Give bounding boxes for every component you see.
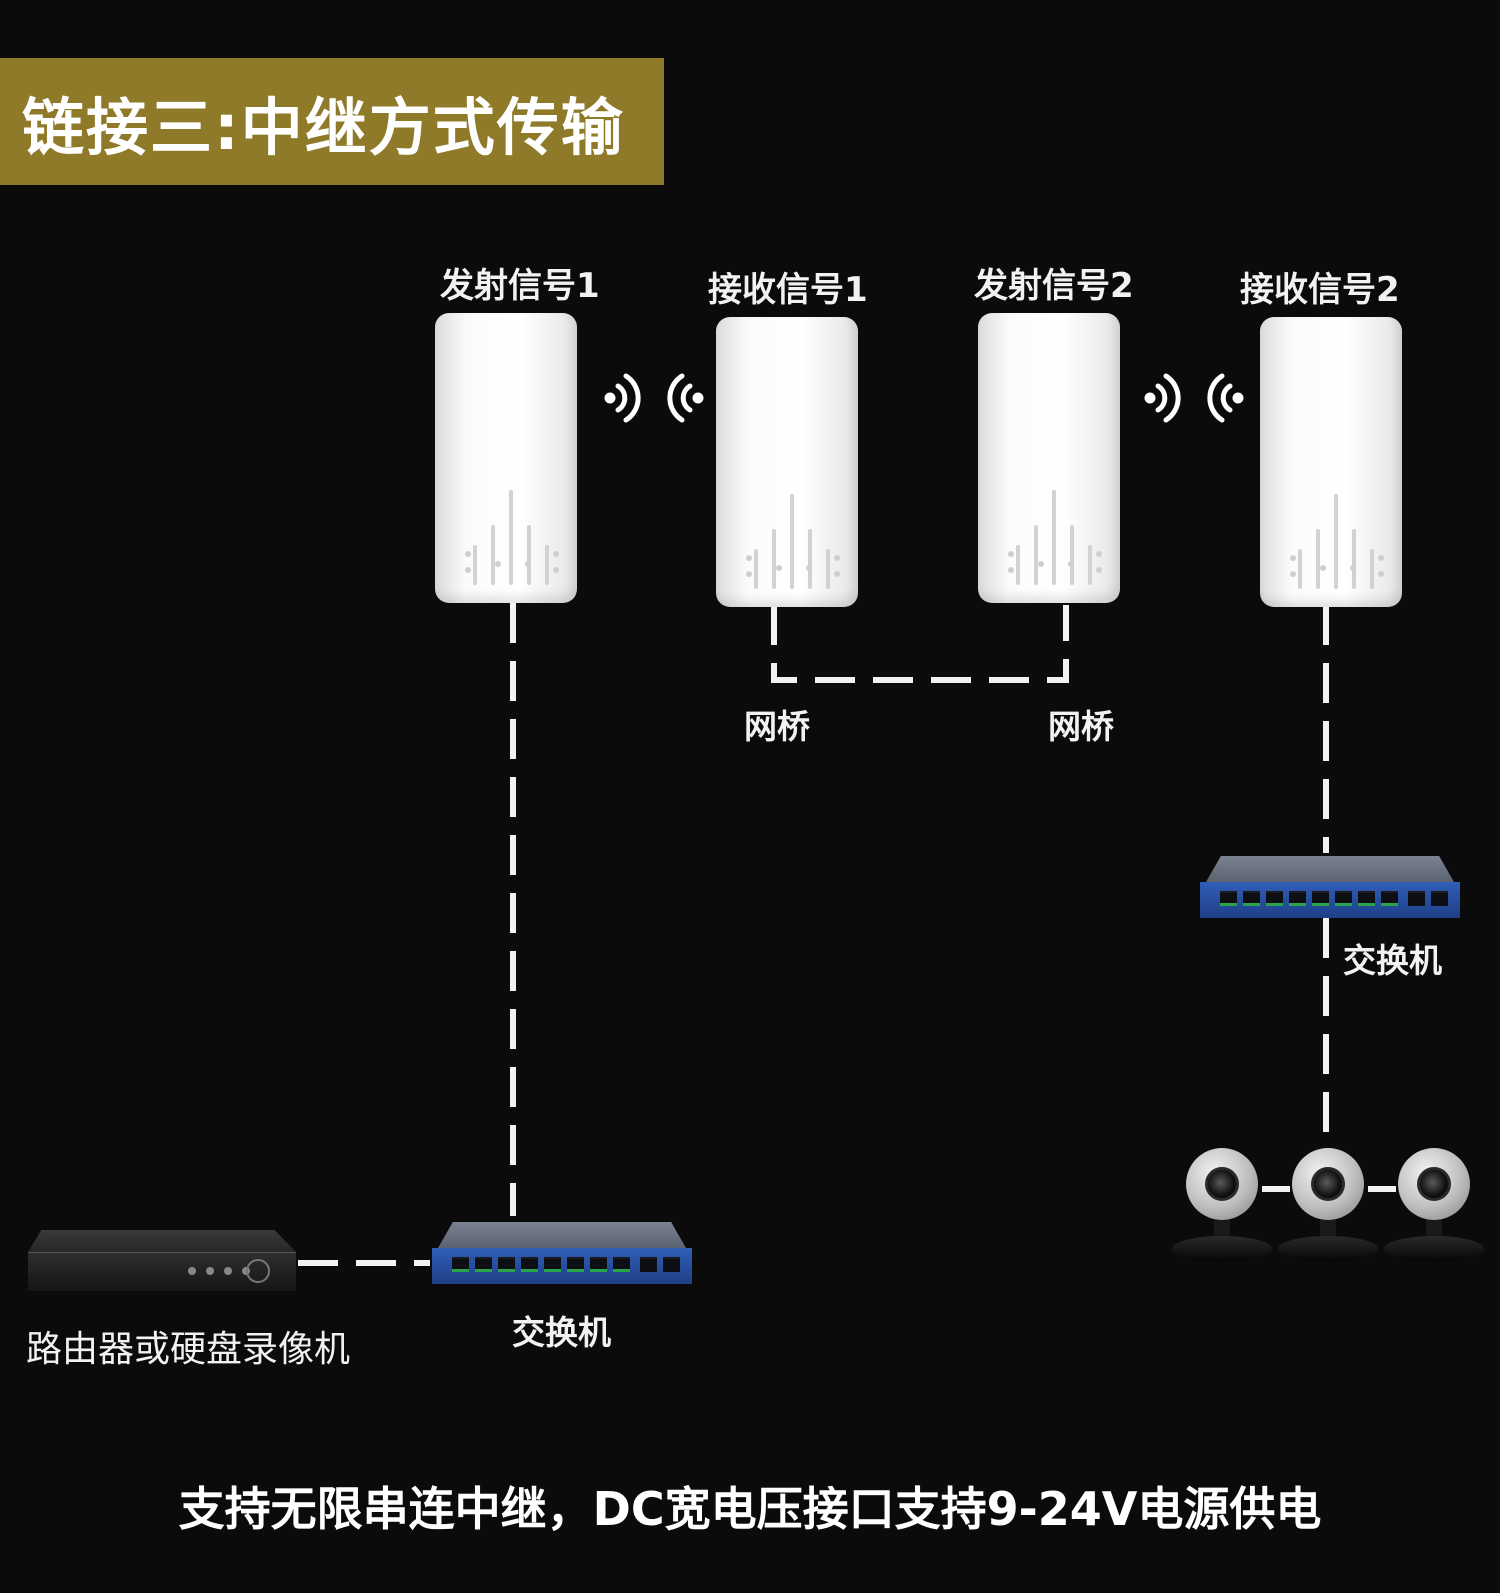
camera-lens-icon xyxy=(1311,1167,1345,1201)
tx1-label: 发射信号1 xyxy=(440,266,600,306)
cable-bridge-rx1-tx2 xyxy=(771,605,1069,683)
right-switch xyxy=(1200,856,1460,918)
wifi-signal-in-1-icon xyxy=(667,373,704,423)
camera-lens-icon xyxy=(1205,1167,1239,1201)
receiver-1-device xyxy=(716,317,858,607)
transmitter-2-device xyxy=(978,313,1120,603)
router-label: 路由器或硬盘录像机 xyxy=(26,1329,351,1370)
page-title: 链接三:中继方式传输 xyxy=(22,90,625,164)
transmitter-1-device xyxy=(435,313,577,603)
wifi-signal-in-2-icon xyxy=(1207,373,1244,423)
bridge-right-label: 网桥 xyxy=(1048,707,1114,746)
camera-lens-icon xyxy=(1417,1167,1451,1201)
receiver-2-device xyxy=(1260,317,1402,607)
left-switch xyxy=(432,1222,692,1284)
title-banner: 链接三:中继方式传输 xyxy=(0,58,664,185)
router-nvr-device xyxy=(28,1230,296,1291)
camera-2 xyxy=(1278,1148,1378,1268)
wifi-signal-out-2-icon xyxy=(1144,373,1181,423)
camera-3 xyxy=(1384,1148,1484,1268)
footer-caption: 支持无限串连中继，DC宽电压接口支持9-24V电源供电 xyxy=(178,1482,1322,1536)
right-switch-label: 交换机 xyxy=(1343,941,1442,980)
rx2-label: 接收信号2 xyxy=(1240,270,1400,310)
camera-1 xyxy=(1172,1148,1272,1268)
wifi-signal-out-1-icon xyxy=(604,373,641,423)
rx1-label: 接收信号1 xyxy=(708,270,868,310)
bridge-left-label: 网桥 xyxy=(744,707,810,746)
left-switch-label: 交换机 xyxy=(512,1313,611,1352)
tx2-label: 发射信号2 xyxy=(974,266,1134,306)
